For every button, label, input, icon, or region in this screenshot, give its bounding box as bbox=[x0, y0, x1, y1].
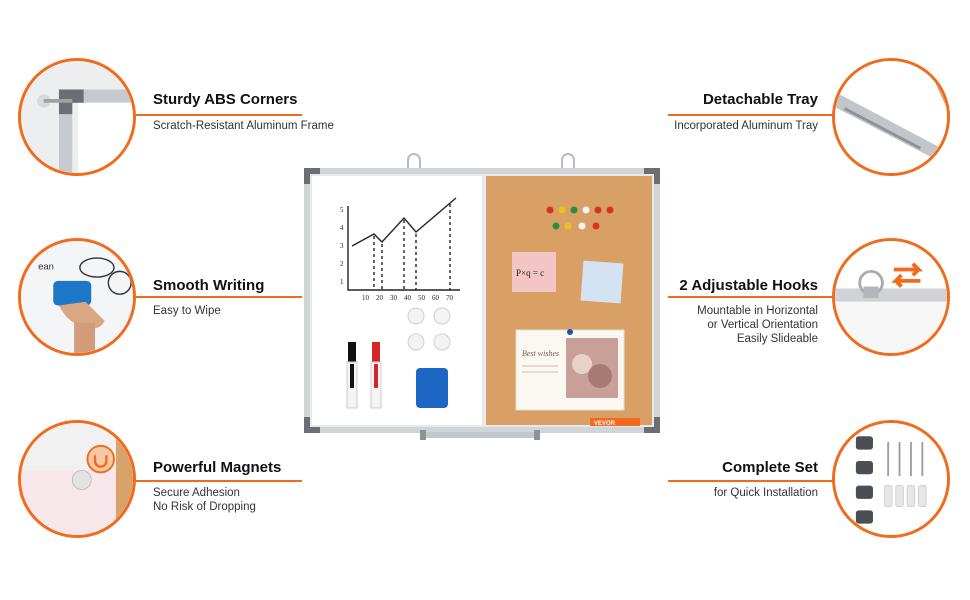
svg-text:5: 5 bbox=[340, 206, 344, 214]
svg-text:ean: ean bbox=[38, 261, 54, 272]
chart-doodle-ticks: 10 20 30 40 50 60 70 5 4 3 2 1 bbox=[340, 206, 454, 302]
tray-icon bbox=[420, 432, 540, 438]
sticky-note-pink bbox=[512, 252, 556, 292]
writing-detail-circle: ean bbox=[18, 238, 136, 356]
svg-text:10: 10 bbox=[362, 294, 370, 302]
svg-text:70: 70 bbox=[446, 294, 454, 302]
feature-title: Detachable Tray bbox=[702, 91, 818, 108]
svg-text:20: 20 bbox=[376, 294, 384, 302]
divider-line bbox=[668, 296, 834, 298]
feature-title: 2 Adjustable Hooks bbox=[679, 277, 818, 294]
svg-text:30: 30 bbox=[390, 294, 398, 302]
marker-icon bbox=[346, 342, 382, 409]
screws-anchors-icon bbox=[835, 423, 947, 535]
svg-text:1: 1 bbox=[340, 278, 344, 286]
svg-text:40: 40 bbox=[404, 294, 412, 302]
divider-line bbox=[136, 114, 302, 116]
aluminum-tray-icon bbox=[835, 61, 947, 173]
svg-text:50: 50 bbox=[418, 294, 426, 302]
brand-text: VEVOR bbox=[594, 421, 616, 427]
feature-subtitle: Incorporated Aluminum Tray bbox=[674, 120, 818, 132]
divider-line bbox=[668, 114, 834, 116]
feature-subtitle: Mountable in Horizontal or Vertical Orie… bbox=[697, 305, 818, 345]
photo-card: Best wishes bbox=[515, 329, 625, 411]
feature-title: Smooth Writing bbox=[153, 277, 265, 294]
feature-subtitle: Scratch-Resistant Aluminum Frame bbox=[153, 120, 334, 132]
sticky-note-text: P×q = c bbox=[516, 268, 544, 278]
feature-subtitle: for Quick Installation bbox=[713, 487, 818, 499]
feature-title: Sturdy ABS Corners bbox=[153, 91, 298, 108]
magnet-icon bbox=[21, 423, 133, 535]
corner-bracket-icon bbox=[21, 61, 133, 173]
eraser-hand-icon: ean bbox=[21, 241, 133, 353]
svg-text:Best wishes: Best wishes bbox=[522, 349, 559, 358]
hook-detail-circle bbox=[832, 238, 950, 356]
eraser-icon bbox=[416, 368, 448, 408]
divider-line bbox=[668, 480, 834, 482]
divider-line bbox=[136, 296, 302, 298]
feature-subtitle: Secure Adhesion No Risk of Dropping bbox=[153, 487, 256, 513]
magnet-icon bbox=[407, 307, 451, 351]
feature-title: Powerful Magnets bbox=[153, 459, 282, 476]
feature-subtitle: Easy to Wipe bbox=[153, 305, 221, 317]
hook-arrows-icon bbox=[835, 241, 947, 353]
divider-line bbox=[136, 480, 302, 482]
feature-title: Complete Set bbox=[722, 459, 818, 476]
tray-detail-circle bbox=[832, 58, 950, 176]
sticky-note-blue bbox=[580, 260, 624, 304]
svg-text:3: 3 bbox=[340, 242, 344, 250]
svg-text:60: 60 bbox=[432, 294, 440, 302]
magnet-detail-circle bbox=[18, 420, 136, 538]
svg-text:2: 2 bbox=[340, 260, 344, 268]
corner-detail-circle bbox=[18, 58, 136, 176]
chart-doodle bbox=[347, 197, 460, 291]
svg-text:4: 4 bbox=[340, 224, 344, 232]
hook-icon bbox=[407, 153, 575, 168]
brand-label bbox=[590, 418, 640, 426]
pushpin-icon bbox=[546, 206, 614, 230]
set-detail-circle bbox=[832, 420, 950, 538]
